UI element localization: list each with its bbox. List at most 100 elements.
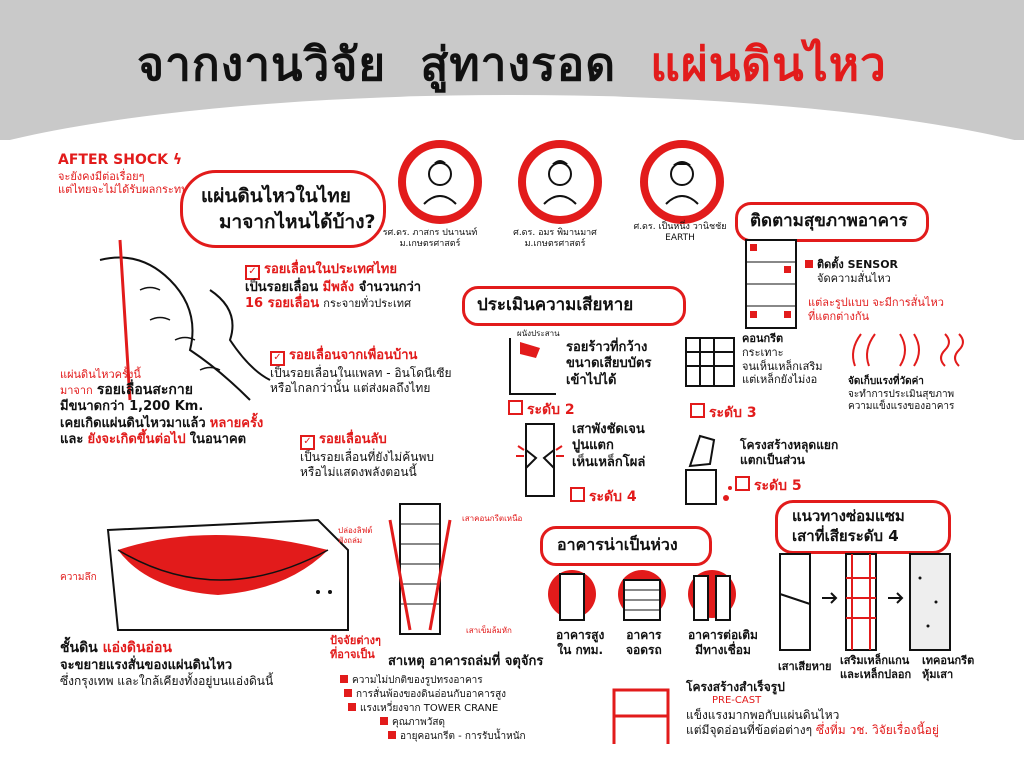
cause-item: การสั่นพ้องของดินอ่อนกับอาคารสูง bbox=[340, 688, 526, 702]
checkbox-icon bbox=[508, 400, 523, 415]
column-repair-sketch bbox=[779, 553, 951, 651]
worry-b1a: อาคารสูง bbox=[556, 628, 605, 642]
level4-l1: เสาพังชัดเจน bbox=[572, 422, 645, 437]
question-bubble: แผ่นดินไหวในไทย มาจากไหนได้บ้าง? bbox=[180, 170, 386, 248]
page-title: จากงานวิจัย สู่ทางรอด แผ่นดินไหว bbox=[0, 28, 1024, 101]
person-3-name: ศ.ดร. เป็นหนึ่ง วานิชชัย bbox=[633, 222, 727, 232]
monitor-form2: ที่แตกต่างกัน bbox=[808, 309, 870, 323]
person-1-org: ม.เกษตรศาสตร์ bbox=[399, 239, 461, 250]
level5-l1: โครงสร้างหลุดแยก bbox=[740, 438, 839, 452]
monitor-sensor1: ติดตั้ง SENSOR bbox=[817, 258, 899, 271]
monitor-sensor: ติดตั้ง SENSOR จัดความสั่นไหว bbox=[805, 258, 898, 286]
monitor-heading-box: ติดตามสุขภาพอาคาร bbox=[735, 202, 929, 242]
worry-b2: อาคาร จอดรถ bbox=[626, 628, 662, 658]
checkbox-icon: ✓ bbox=[300, 435, 315, 450]
monitor-form: แต่ละรูปแบบ จะมีการสั่นไหว ที่แตกต่างกัน bbox=[808, 296, 944, 324]
worry-b3a: อาคารต่อเติม bbox=[688, 628, 758, 642]
repair-s3: เทคอนกรีต หุ้มเสา bbox=[922, 654, 974, 682]
title-part1: จากงานวิจัย bbox=[137, 37, 387, 91]
repair-heading1: แนวทางซ่อมแซม bbox=[792, 507, 905, 525]
sagaing-l2b: รอยเลื่อนสะกาย bbox=[96, 381, 193, 398]
person-3-org: EARTH bbox=[665, 233, 695, 244]
level4-label: ระดับ 4 bbox=[570, 487, 637, 507]
sagaing-l5b: ยังจะเกิดขึ้นต่อไป bbox=[87, 431, 186, 447]
mode-shapes-sketch bbox=[852, 333, 964, 367]
sensor-icon bbox=[805, 260, 813, 268]
fault3-l1: เป็นรอยเลื่อนที่ยังไม่ค้นพบ bbox=[300, 450, 434, 464]
factors-head-1: ปัจจัยต่างๆ bbox=[330, 634, 381, 647]
soil-l2: จะขยายแรงสั่นของแผ่นดินไหว bbox=[60, 657, 233, 673]
precast-frame-sketch bbox=[612, 688, 670, 744]
worry-b2b: จอดรถ bbox=[626, 643, 662, 657]
repair-heading2: เสาที่เสียระดับ 4 bbox=[792, 527, 899, 545]
level5-text: โครงสร้างหลุดแยก แตกเป็นส่วน bbox=[740, 438, 838, 468]
fault1-l1b: มีพลัง bbox=[322, 280, 355, 295]
level3-label: ระดับ 3 bbox=[690, 403, 757, 423]
repair-s1: เสาเสียหาย bbox=[778, 660, 832, 673]
lightning-icon: ϟ bbox=[172, 152, 183, 168]
precast-l4b: ซึ่งที่ม วช. วิจัยเรื่องนี้อยู่ bbox=[815, 722, 939, 737]
portrait-2 bbox=[518, 140, 602, 224]
fault-block-2: ✓รอยเลื่อนจากเพื่อนบ้าน เป็นรอยเลื่อนในแ… bbox=[270, 348, 500, 396]
bullet-icon bbox=[340, 675, 348, 683]
question-line2: มาจากไหนได้บ้าง? bbox=[219, 211, 376, 233]
fault-block-3: ✓ รอยเลื่อนลับ เป็นรอยเลื่อนที่ยังไม่ค้นพ… bbox=[300, 432, 500, 480]
repair-s2: เสริมเหล็กแกน และเหล็กปลอก bbox=[840, 654, 911, 682]
tower-top-left-1: ปล่องลิฟต์ bbox=[338, 526, 373, 535]
monitor-sensor2: จัดความสั่นไหว bbox=[817, 271, 891, 285]
checkbox-icon bbox=[570, 487, 585, 502]
fault2-l2: หรือไกลกว่านั้น แต่ส่งผลถึงไทย bbox=[270, 381, 431, 395]
precast-l2: PRE-CAST bbox=[712, 695, 762, 706]
sagaing-l1: แผ่นดินไหวครั้งนี้ bbox=[60, 368, 141, 381]
bullet-icon bbox=[348, 703, 356, 711]
monitor-note2: จะทำการประเมินสุขภาพ bbox=[848, 388, 955, 400]
tower-top-right: เสาคอนกรีตเหนือ bbox=[462, 514, 523, 523]
title-part3: แผ่นดินไหว bbox=[650, 37, 887, 91]
monitor-note: จัดเก็บแรงที่วัดค่า จะทำการประเมินสุขภาพ… bbox=[848, 376, 954, 414]
sagaing-l2a: มาจาก bbox=[60, 383, 93, 397]
person-1-caption: รศ.ดร. ภาสกร ปนานนท์ ม.เกษตรศาสตร์ bbox=[375, 228, 485, 251]
factors-head-2: ที่อาจเป็น bbox=[330, 647, 375, 661]
portrait-1 bbox=[398, 140, 482, 224]
repair-heading-box: แนวทางซ่อมแซม เสาที่เสียระดับ 4 bbox=[775, 500, 951, 554]
checkbox-icon bbox=[735, 476, 750, 491]
aftershock-heading: AFTER SHOCK bbox=[58, 152, 168, 168]
cause-item: อายุคอนกรีต - การรับน้ำหนัก bbox=[340, 730, 526, 744]
aftershock-note: AFTER SHOCK ϟ จะยังคงมีต่อเรื่อยๆ แต่ไทย… bbox=[58, 152, 188, 197]
assess-heading: ประเมินความเสียหาย bbox=[477, 295, 634, 315]
person-icon bbox=[665, 161, 699, 205]
monitor-note3: ความแข็งแรงของอาคาร bbox=[848, 401, 955, 412]
worry-b1b: ใน กทม. bbox=[557, 643, 604, 657]
person-icon bbox=[423, 160, 457, 205]
assess-heading-box: ประเมินความเสียหาย bbox=[462, 286, 686, 326]
fault2-l1: เป็นรอยเลื่อนในแพลท - อินโดนีเซีย bbox=[270, 366, 452, 380]
worry-b3b: มีทางเชื่อม bbox=[695, 643, 751, 657]
cause-heading: สาเหตุ อาคารถล่มที่ จตุจักร bbox=[388, 654, 544, 669]
factors-heading: ปัจจัยต่างๆ ที่อาจเป็น bbox=[330, 634, 381, 662]
assess-small: ผนังประสาน bbox=[517, 329, 560, 338]
fault1-l1a: เป็นรอยเลื่อน bbox=[245, 280, 319, 295]
level3-l3: จนเห็นเหล็กเสริม bbox=[742, 359, 823, 373]
repair-s3a: เทคอนกรีต bbox=[922, 654, 975, 667]
fault3-heading: รอยเลื่อนลับ bbox=[319, 432, 387, 447]
precast-l1: โครงสร้างสำเร็จรูป bbox=[686, 680, 785, 694]
portrait-3 bbox=[640, 140, 724, 224]
person-2-caption: ศ.ดร. อมร พิมานมาศ ม.เกษตรศาสตร์ bbox=[505, 228, 605, 251]
soil-l1b: แอ่งดินอ่อน bbox=[102, 640, 172, 656]
sagaing-l3: มีขนาดกว่า 1,200 Km. bbox=[60, 399, 204, 415]
fault1-l1c: จำนวนกว่า bbox=[358, 280, 422, 295]
worry-b1: อาคารสูง ใน กทม. bbox=[556, 628, 604, 658]
wall-crack-sketch bbox=[509, 338, 556, 395]
worry-heading: อาคารน่าเป็นห่วง bbox=[557, 535, 678, 554]
level5-label: ระดับ 5 bbox=[735, 476, 802, 496]
sagaing-l5c: ในอนาคต bbox=[189, 431, 247, 447]
checkbox-icon bbox=[690, 403, 705, 418]
question-line1: แผ่นดินไหวในไทย bbox=[201, 185, 351, 207]
worry-heading-box: อาคารน่าเป็นห่วง bbox=[540, 526, 712, 566]
collapsed-column-sketch bbox=[685, 434, 732, 505]
level4-l3: เห็นเหล็กโผล่ bbox=[572, 454, 646, 470]
level3-l4: แต่เหล็กยังไม่งอ bbox=[742, 373, 818, 387]
repair-s3b: หุ้มเสา bbox=[922, 667, 954, 681]
level3-l1: คอนกรีต bbox=[742, 332, 784, 345]
